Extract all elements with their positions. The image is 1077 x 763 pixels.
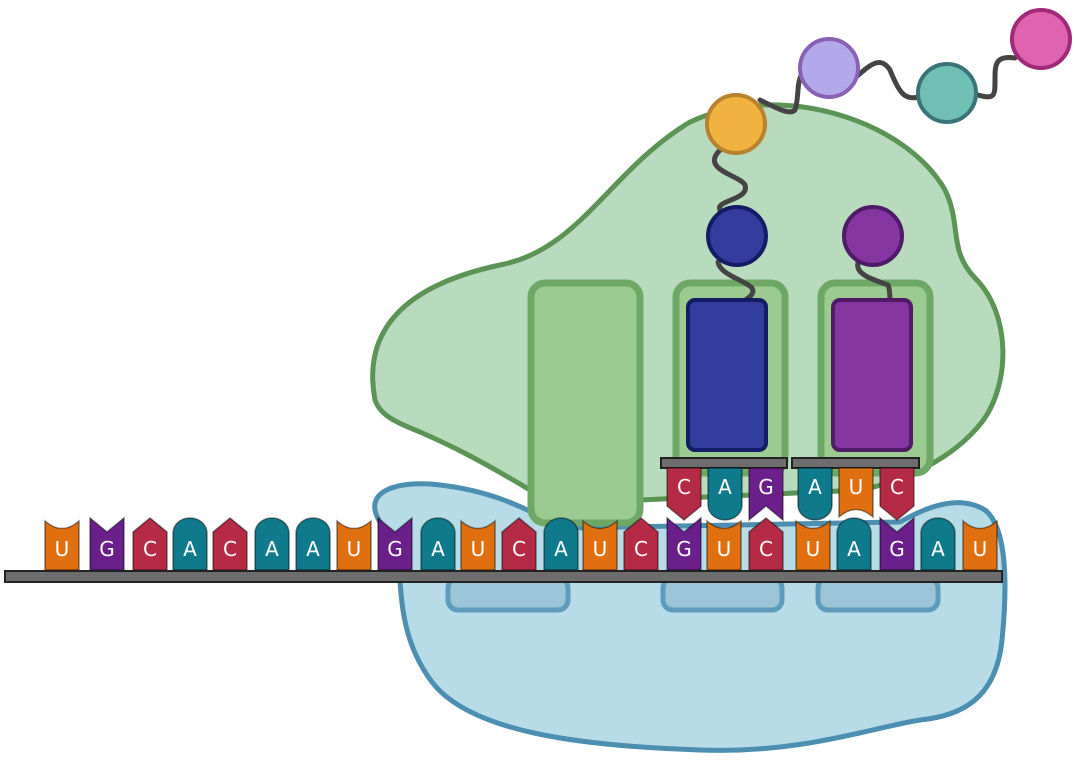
base-shape (582, 519, 618, 571)
base-shape (420, 517, 456, 571)
base-shape (836, 517, 872, 571)
anticodon-base-g (748, 467, 784, 522)
base-shape (879, 467, 915, 521)
base-shape (254, 517, 290, 571)
e-site-large (527, 279, 644, 527)
mrna-base-a (295, 517, 331, 571)
trna-p-site-backbone (660, 457, 788, 469)
trna-p-site-body (686, 298, 768, 452)
mrna-base-letter: A (847, 537, 861, 561)
anticodon-base-letter: C (890, 475, 904, 499)
mrna-base-letter: C (634, 537, 648, 561)
base-shape (706, 519, 742, 571)
base-shape (172, 517, 208, 571)
base-shape (838, 467, 874, 519)
anticodon-base-letter: C (677, 475, 691, 499)
peptide-amino-acid (798, 37, 860, 99)
peptide-amino-acid (1010, 8, 1072, 70)
mrna-base-letter: U (717, 537, 732, 561)
mrna-base-letter: C (143, 537, 157, 561)
anticodon-base-u (838, 467, 874, 519)
mrna-base-letter: A (265, 537, 279, 561)
anticodon-base-a (707, 467, 743, 521)
mrna-base-a (920, 517, 956, 571)
trna-a-site-body (831, 298, 913, 452)
base-shape (797, 467, 833, 521)
base-shape (44, 519, 80, 571)
anticodon-base-letter: A (808, 475, 822, 499)
anticodon-base-letter: A (718, 475, 732, 499)
mrna-base-u (460, 519, 496, 571)
mrna-backbone (4, 570, 1003, 583)
anticodon-base-c (879, 467, 915, 521)
mrna-base-letter: C (759, 537, 773, 561)
mrna-base-u (706, 519, 742, 571)
mrna-base-letter: G (387, 537, 403, 561)
mrna-base-letter: U (806, 537, 821, 561)
mrna-base-letter: C (512, 537, 526, 561)
base-shape (543, 517, 579, 571)
mrna-base-letter: U (593, 537, 608, 561)
anticodon-base-a (797, 467, 833, 521)
base-shape (962, 519, 998, 571)
mrna-base-a (543, 517, 579, 571)
mrna-base-letter: A (183, 537, 197, 561)
mrna-base-a (172, 517, 208, 571)
base-shape (795, 519, 831, 571)
peptide-amino-acid (916, 62, 978, 124)
base-shape (748, 467, 784, 522)
base-shape (295, 517, 331, 571)
mrna-base-letter: A (554, 537, 568, 561)
anticodon-base-letter: G (758, 475, 774, 499)
mrna-base-letter: A (431, 537, 445, 561)
peptide-amino-acid (705, 93, 767, 155)
base-shape (460, 519, 496, 571)
mrna-base-letter: A (306, 537, 320, 561)
peptide-chain (705, 8, 1072, 155)
base-shape (336, 519, 372, 571)
mrna-base-letter: G (99, 537, 115, 561)
mrna-base-letter: U (973, 537, 988, 561)
mrna-base-u (336, 519, 372, 571)
base-shape (920, 517, 956, 571)
mrna-base-letter: U (55, 537, 70, 561)
mrna-base-u (582, 519, 618, 571)
mrna-base-u (44, 519, 80, 571)
mrna-base-letter: C (223, 537, 237, 561)
mrna-base-letter: U (471, 537, 486, 561)
mrna-base-letter: U (347, 537, 362, 561)
anticodon-base-letter: U (849, 475, 864, 499)
mrna-base-u (795, 519, 831, 571)
mrna-base-letter: A (931, 537, 945, 561)
amino-acid-a-site (842, 205, 904, 267)
mrna-base-u (962, 519, 998, 571)
mrna-base-letter: G (676, 537, 692, 561)
peptide-bonds (712, 54, 1018, 305)
amino-acid-p-site (706, 205, 768, 267)
trna-a-site-backbone (791, 457, 920, 469)
mrna-base-letter: G (889, 537, 905, 561)
mrna-base-a (420, 517, 456, 571)
anticodon-base-c (666, 467, 702, 521)
base-shape (707, 467, 743, 521)
mrna-base-a (254, 517, 290, 571)
mrna-base-a (836, 517, 872, 571)
base-shape (666, 467, 702, 521)
